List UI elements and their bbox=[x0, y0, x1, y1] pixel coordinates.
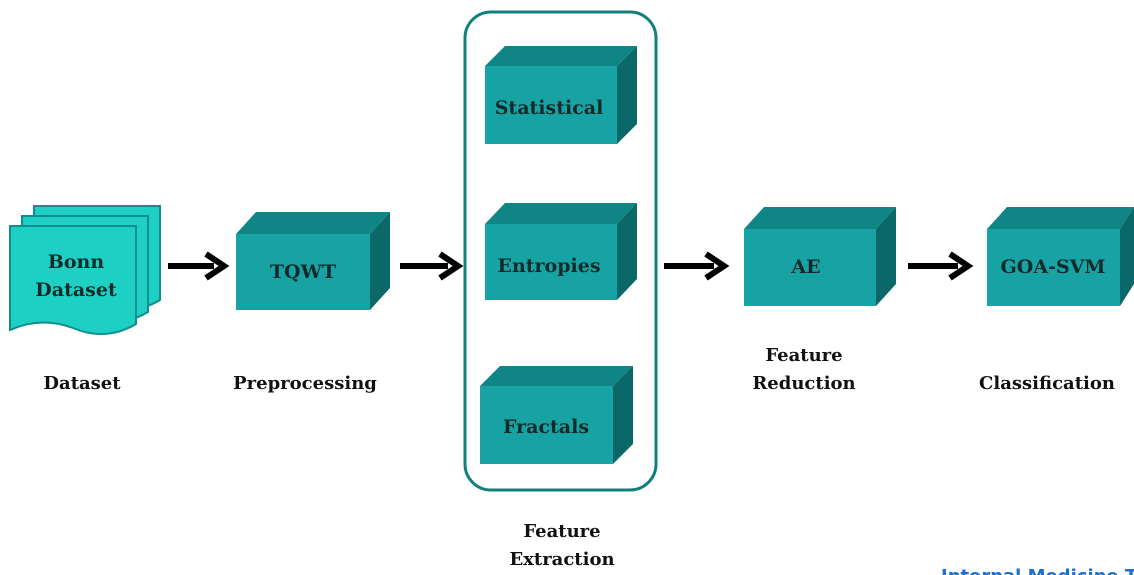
document-sheet-front bbox=[9, 225, 137, 336]
dataset-label-line2: Dataset bbox=[35, 279, 117, 301]
statistical-box-side bbox=[617, 46, 637, 144]
caption-feature-extraction-line1: Feature bbox=[523, 521, 600, 542]
ae-label: AE bbox=[790, 256, 820, 278]
tqwt-box-side bbox=[370, 212, 390, 310]
ae-box: AE bbox=[744, 207, 896, 306]
ae-box-front bbox=[744, 229, 876, 306]
entropies-box-front bbox=[485, 224, 617, 300]
goa-svm-box: GOA-SVM bbox=[987, 207, 1134, 306]
watermark-text: Internal Medicine To bbox=[941, 566, 1134, 575]
fractals-box-top bbox=[480, 366, 633, 386]
caption-preprocessing: Preprocessing bbox=[233, 373, 377, 394]
entropies-label: Entropies bbox=[497, 255, 600, 277]
fractals-box: Fractals bbox=[480, 366, 633, 464]
entropies-box-side bbox=[617, 203, 637, 300]
statistical-box: Statistical bbox=[485, 46, 637, 144]
tqwt-box-front bbox=[236, 234, 370, 310]
tqwt-label: TQWT bbox=[270, 261, 336, 283]
tqwt-box: TQWT bbox=[236, 212, 390, 310]
statistical-label: Statistical bbox=[495, 97, 604, 119]
fractals-box-front bbox=[480, 386, 613, 464]
caption-dataset: Dataset bbox=[43, 373, 121, 394]
arrow-dataset-to-tqwt bbox=[168, 251, 230, 281]
entropies-box-top bbox=[485, 203, 637, 224]
goa-svm-label: GOA-SVM bbox=[1001, 256, 1106, 278]
caption-classification: Classification bbox=[979, 373, 1115, 394]
dataset-document-stack-icon: Bonn Dataset bbox=[9, 205, 161, 336]
arrow-ae-to-goa-svm bbox=[908, 251, 974, 281]
statistical-box-front bbox=[485, 66, 617, 144]
caption-feature-reduction-line1: Feature bbox=[765, 345, 842, 366]
ae-box-side bbox=[876, 207, 896, 306]
caption-feature-reduction-line2: Reduction bbox=[752, 373, 855, 394]
caption-feature-extraction-line2: Extraction bbox=[509, 549, 614, 570]
fractals-label: Fractals bbox=[503, 416, 589, 438]
ae-box-top bbox=[744, 207, 896, 229]
goa-svm-box-front bbox=[987, 229, 1120, 306]
feature-extraction-group bbox=[463, 10, 658, 492]
goa-svm-box-side bbox=[1120, 207, 1134, 306]
statistical-box-top bbox=[485, 46, 637, 66]
dataset-label-line1: Bonn bbox=[48, 251, 105, 273]
fractals-box-side bbox=[613, 366, 633, 464]
entropies-box: Entropies bbox=[485, 203, 637, 300]
arrow-feature-extraction-to-ae bbox=[664, 251, 730, 281]
goa-svm-box-top bbox=[987, 207, 1134, 229]
arrow-tqwt-to-feature-extraction bbox=[400, 251, 464, 281]
tqwt-box-top bbox=[236, 212, 390, 234]
